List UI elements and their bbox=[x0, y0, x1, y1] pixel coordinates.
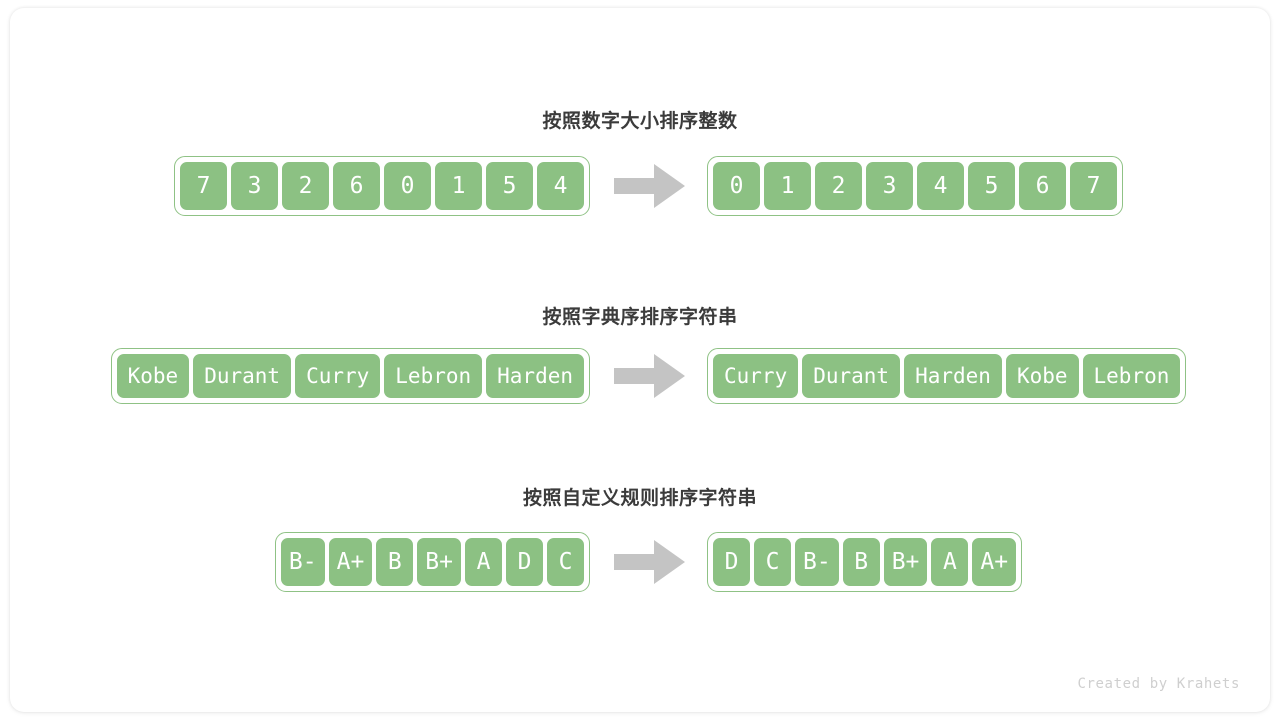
array-cell: Harden bbox=[902, 352, 1004, 400]
array-cell: Kobe bbox=[1003, 352, 1081, 400]
array-cell: Lebron bbox=[382, 352, 485, 400]
array-cell: Lebron bbox=[1080, 352, 1183, 400]
right-arrow-icon bbox=[614, 162, 686, 210]
array-cell: B+ bbox=[415, 536, 463, 588]
array-cell: 2 bbox=[280, 160, 331, 212]
array-cell: B bbox=[374, 536, 416, 588]
array-cell: 7 bbox=[178, 160, 229, 212]
array-cell: 5 bbox=[966, 160, 1017, 212]
array-cell: 4 bbox=[535, 160, 586, 212]
array-cell: Kobe bbox=[114, 352, 192, 400]
array-cell: 6 bbox=[331, 160, 382, 212]
array-cell: A+ bbox=[970, 536, 1019, 588]
array-cell: 2 bbox=[813, 160, 864, 212]
array-cell: Durant bbox=[191, 352, 294, 400]
array-cell: B bbox=[840, 536, 882, 588]
array-cell: 1 bbox=[762, 160, 813, 212]
array-cell: 3 bbox=[229, 160, 280, 212]
section-title-sort-strings-lexicographic: 按照字典序排序字符串 bbox=[542, 307, 738, 328]
array-cell: D bbox=[504, 536, 545, 588]
array-cell: 6 bbox=[1017, 160, 1068, 212]
array-cell: Durant bbox=[800, 352, 903, 400]
array-cell: C bbox=[752, 536, 793, 588]
array-cell: 5 bbox=[484, 160, 535, 212]
array-cell: A+ bbox=[326, 536, 375, 588]
array-cell: B+ bbox=[881, 536, 930, 588]
array-cell: B- bbox=[793, 536, 841, 588]
array-cell: D bbox=[711, 536, 752, 588]
array-cell: B- bbox=[278, 536, 327, 588]
array-cell: 1 bbox=[433, 160, 484, 212]
section-title-sort-strings-custom-rule: 按照自定义规则排序字符串 bbox=[522, 488, 757, 509]
array-cell: Harden bbox=[484, 352, 586, 400]
section-title-sort-integers: 按照数字大小排序整数 bbox=[542, 111, 738, 132]
array-cell: 3 bbox=[864, 160, 915, 212]
right-arrow-icon bbox=[614, 538, 686, 586]
array-cell: 0 bbox=[382, 160, 433, 212]
array-cell: A bbox=[929, 536, 971, 588]
array-cell: 4 bbox=[915, 160, 966, 212]
footer-credit: Created by Krahets bbox=[1077, 676, 1240, 692]
array-cell: A bbox=[463, 536, 504, 588]
array-cell: 7 bbox=[1068, 160, 1119, 212]
array-cell: Curry bbox=[293, 352, 383, 400]
array-cell: 0 bbox=[711, 160, 762, 212]
array-cell: C bbox=[545, 536, 586, 588]
array-cell: Curry bbox=[711, 352, 801, 400]
right-arrow-icon bbox=[614, 352, 686, 400]
